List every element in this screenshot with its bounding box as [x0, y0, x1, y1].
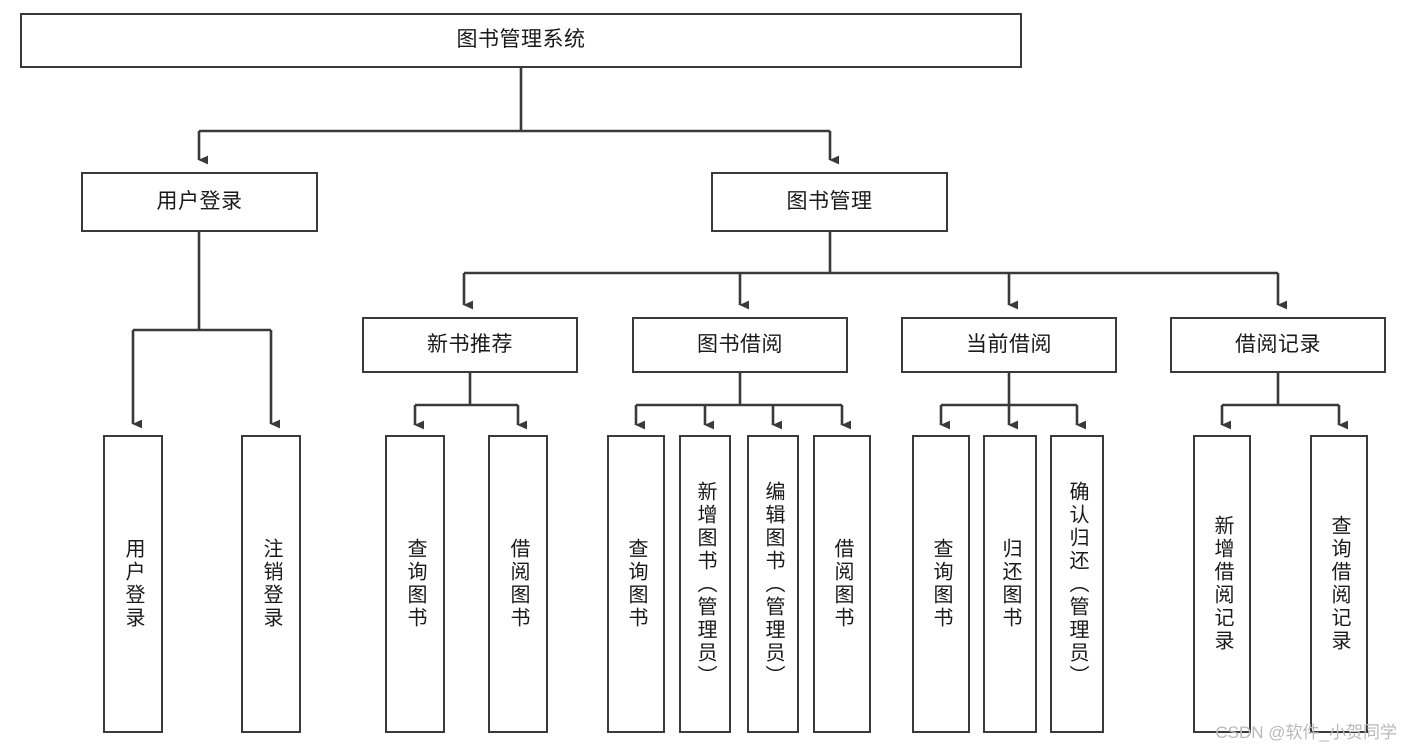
node-leaf-logout-label: 注销登录	[260, 538, 282, 630]
node-book-management[interactable]: 图书管理	[711, 172, 948, 232]
node-leaf-user-login-label: 用户登录	[122, 538, 144, 630]
node-leaf-query-book-1[interactable]: 查询图书	[385, 435, 445, 733]
node-current-borrow[interactable]: 当前借阅	[901, 317, 1117, 373]
node-new-book-recommend[interactable]: 新书推荐	[362, 317, 578, 373]
node-leaf-confirm-return-label: 确认归还（管理员）	[1066, 480, 1088, 688]
node-leaf-borrow-book-2[interactable]: 借阅图书	[813, 435, 871, 733]
node-leaf-add-book[interactable]: 新增图书（管理员）	[679, 435, 731, 733]
node-borrow-record[interactable]: 借阅记录	[1170, 317, 1386, 373]
node-user-login-label: 用户登录	[156, 189, 243, 213]
node-leaf-return-book[interactable]: 归还图书	[983, 435, 1037, 733]
node-leaf-query-book-3[interactable]: 查询图书	[912, 435, 970, 733]
node-leaf-add-book-label: 新增图书（管理员）	[694, 480, 716, 688]
node-root[interactable]: 图书管理系统	[20, 13, 1022, 68]
node-user-login[interactable]: 用户登录	[81, 172, 318, 232]
node-leaf-query-record[interactable]: 查询借阅记录	[1310, 435, 1368, 733]
node-leaf-add-record[interactable]: 新增借阅记录	[1193, 435, 1251, 733]
node-borrow-record-label: 借阅记录	[1235, 332, 1321, 356]
node-root-label: 图书管理系统	[456, 28, 586, 52]
node-leaf-borrow-book-1[interactable]: 借阅图书	[488, 435, 548, 733]
node-leaf-logout[interactable]: 注销登录	[241, 435, 301, 733]
node-book-management-label: 图书管理	[786, 189, 873, 213]
node-leaf-borrow-book-1-label: 借阅图书	[507, 538, 529, 630]
node-book-borrow-label: 图书借阅	[697, 332, 783, 356]
node-new-book-recommend-label: 新书推荐	[427, 332, 513, 356]
node-leaf-query-book-2-label: 查询图书	[625, 538, 647, 630]
node-leaf-query-book-3-label: 查询图书	[930, 538, 952, 630]
node-leaf-query-record-label: 查询借阅记录	[1328, 515, 1350, 653]
node-leaf-return-book-label: 归还图书	[999, 538, 1021, 630]
node-leaf-query-book-1-label: 查询图书	[404, 538, 426, 630]
node-leaf-user-login[interactable]: 用户登录	[103, 435, 163, 733]
node-leaf-borrow-book-2-label: 借阅图书	[831, 538, 853, 630]
node-leaf-edit-book-label: 编辑图书（管理员）	[762, 480, 784, 688]
node-book-borrow[interactable]: 图书借阅	[632, 317, 848, 373]
node-leaf-query-book-2[interactable]: 查询图书	[607, 435, 665, 733]
node-current-borrow-label: 当前借阅	[966, 332, 1052, 356]
node-leaf-confirm-return[interactable]: 确认归还（管理员）	[1050, 435, 1104, 733]
node-leaf-edit-book[interactable]: 编辑图书（管理员）	[747, 435, 799, 733]
node-leaf-add-record-label: 新增借阅记录	[1211, 515, 1233, 653]
